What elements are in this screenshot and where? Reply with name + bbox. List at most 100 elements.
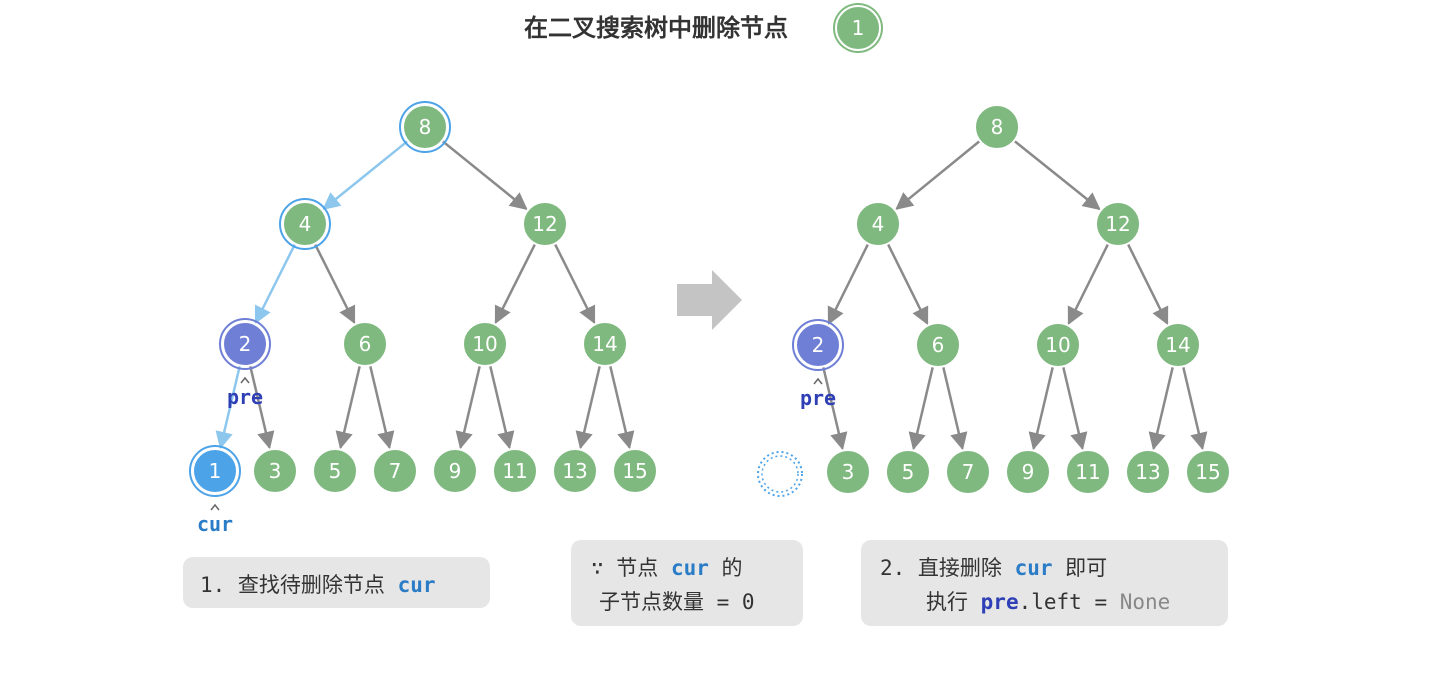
right-node-15-label: 15 bbox=[1195, 460, 1220, 484]
left-node-3-circle bbox=[252, 448, 298, 494]
right-edge-4-2 bbox=[827, 243, 870, 326]
right-node-4: 4 bbox=[855, 201, 901, 247]
left-node-2-label: 2 bbox=[239, 332, 252, 356]
right-node-2-ring bbox=[792, 319, 844, 371]
left-node-9-circle bbox=[432, 448, 478, 494]
left-edge-6-7 bbox=[368, 365, 395, 450]
left-node-15-circle bbox=[612, 448, 658, 494]
right-node-9: 9 bbox=[1005, 449, 1051, 495]
left-cur-pointer-label: cur bbox=[197, 512, 233, 536]
right-edge-4-6 bbox=[886, 243, 929, 326]
right-node-6: 6 bbox=[915, 322, 961, 368]
left-node-4-circle bbox=[282, 201, 328, 247]
step2-line2-pre: pre bbox=[980, 590, 1019, 614]
left-node-8-ring bbox=[399, 101, 451, 153]
right-node-2: 2 bbox=[792, 319, 844, 371]
left-edge-8-12 bbox=[441, 139, 528, 211]
step2-line2: 执行 pre.left = None bbox=[926, 586, 1170, 616]
right-node-9-circle bbox=[1005, 449, 1051, 495]
right-node-8: 8 bbox=[974, 104, 1020, 150]
left-node-14: 14 bbox=[582, 321, 628, 367]
left-node-8-label: 8 bbox=[419, 115, 432, 139]
right-edge-10-9 bbox=[1028, 366, 1055, 451]
right-node-13-circle bbox=[1125, 449, 1171, 495]
right-node-11-circle bbox=[1065, 449, 1111, 495]
left-node-4: 4 bbox=[279, 198, 331, 250]
left-edge-2-1 bbox=[215, 365, 242, 450]
left-node-13-label: 13 bbox=[562, 459, 587, 483]
left-node-13: 13 bbox=[552, 448, 598, 494]
left-node-12-label: 12 bbox=[532, 212, 557, 236]
right-edge-8-12 bbox=[1013, 139, 1101, 211]
left-edge-10-9 bbox=[455, 365, 482, 450]
left-node-10-circle bbox=[462, 321, 508, 367]
step2-line1: 2. 直接删除 cur 即可 bbox=[880, 552, 1107, 582]
left-node-1: 1 bbox=[189, 445, 241, 497]
left-edge-6-5 bbox=[335, 365, 362, 450]
reason-line1-suffix: 的 bbox=[708, 556, 743, 580]
left-node-11-label: 11 bbox=[502, 459, 527, 483]
right-node-3-label: 3 bbox=[842, 460, 855, 484]
removed-node-placeholder bbox=[757, 451, 803, 497]
right-node-7: 7 bbox=[945, 449, 991, 495]
right-node-12-label: 12 bbox=[1105, 212, 1130, 236]
left-node-5-circle bbox=[312, 448, 358, 494]
right-node-13-label: 13 bbox=[1135, 460, 1160, 484]
left-node-15-label: 15 bbox=[622, 459, 647, 483]
left-edge-4-6 bbox=[313, 243, 356, 325]
step2-line2-mid: .left = bbox=[1018, 590, 1120, 614]
step2-line1-cur: cur bbox=[1014, 556, 1053, 580]
right-edge-8-4 bbox=[895, 139, 981, 210]
right-edge-6-5 bbox=[908, 366, 935, 451]
right-node-15-circle bbox=[1185, 449, 1231, 495]
step1-cur: cur bbox=[397, 573, 436, 597]
step1-box: 1. 查找待删除节点 cur bbox=[183, 557, 490, 608]
step1-text: 1. 查找待删除节点 cur bbox=[200, 569, 436, 599]
right-node-14-label: 14 bbox=[1165, 333, 1190, 357]
right-node-5: 5 bbox=[885, 449, 931, 495]
right-edge-12-14 bbox=[1126, 243, 1169, 326]
right-node-7-circle bbox=[945, 449, 991, 495]
removed-node-placeholder-inner bbox=[761, 455, 799, 493]
reason-line1-prefix: ∵ 节点 bbox=[591, 556, 671, 580]
left-node-14-label: 14 bbox=[592, 332, 617, 356]
right-node-10-circle bbox=[1035, 322, 1081, 368]
left-node-4-ring bbox=[279, 198, 331, 250]
step2-box: 2. 直接删除 cur 即可 执行 pre.left = None bbox=[861, 540, 1228, 626]
right-edge-6-7 bbox=[941, 366, 968, 451]
right-node-8-label: 8 bbox=[991, 115, 1004, 139]
right-node-5-circle bbox=[885, 449, 931, 495]
step1-prefix: 1. 查找待删除节点 bbox=[200, 573, 398, 597]
right-node-5-label: 5 bbox=[902, 460, 915, 484]
transition-arrow-icon bbox=[677, 270, 742, 330]
left-node-11-circle bbox=[492, 448, 538, 494]
right-node-14-circle bbox=[1155, 322, 1201, 368]
right-node-6-label: 6 bbox=[932, 333, 945, 357]
left-node-5-label: 5 bbox=[329, 459, 342, 483]
left-node-12-circle bbox=[522, 201, 568, 247]
right-edge-2-3 bbox=[821, 366, 848, 451]
left-node-10: 10 bbox=[462, 321, 508, 367]
left-edge-12-14 bbox=[553, 243, 596, 325]
left-node-15: 15 bbox=[612, 448, 658, 494]
right-node-2-circle bbox=[795, 322, 841, 368]
right-node-2-label: 2 bbox=[812, 333, 825, 357]
left-node-1-ring bbox=[189, 445, 241, 497]
right-node-13: 13 bbox=[1125, 449, 1171, 495]
left-node-13-circle bbox=[552, 448, 598, 494]
step2-line1-suffix: 即可 bbox=[1052, 556, 1108, 580]
diagram-title: 在二叉搜索树中删除节点 bbox=[524, 14, 788, 42]
step2-line2-prefix: 执行 bbox=[926, 590, 981, 614]
left-node-9-label: 9 bbox=[449, 459, 462, 483]
right-node-10-label: 10 bbox=[1045, 333, 1070, 357]
left-node-2: 2 bbox=[219, 318, 271, 370]
right-node-9-label: 9 bbox=[1022, 460, 1035, 484]
right-node-10: 10 bbox=[1035, 322, 1081, 368]
right-node-7-label: 7 bbox=[962, 460, 975, 484]
right-edge-14-13 bbox=[1148, 366, 1175, 451]
left-node-9: 9 bbox=[432, 448, 478, 494]
left-node-14-circle bbox=[582, 321, 628, 367]
left-edge-8-4 bbox=[322, 139, 409, 211]
left-node-8-circle bbox=[402, 104, 448, 150]
reason-box: ∵ 节点 cur 的 子节点数量 = 0 bbox=[571, 540, 803, 626]
